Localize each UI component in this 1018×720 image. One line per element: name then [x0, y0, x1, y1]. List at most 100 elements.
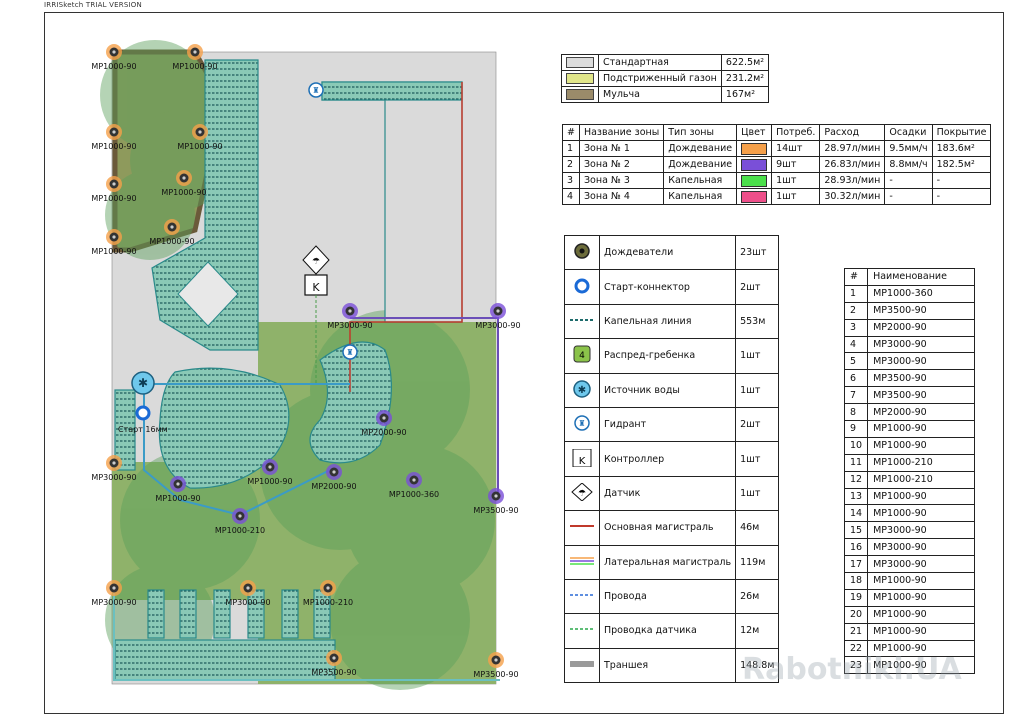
zone-rain: 9.5мм/ч — [884, 140, 933, 157]
sprinkler-head[interactable]: MP3500-90 — [473, 488, 519, 515]
model-name: MP3500-90 — [867, 369, 976, 388]
model-number: 7 — [843, 386, 869, 405]
model-name: MP1000-90 — [867, 420, 976, 438]
sprinkler-head[interactable]: MP1000-90 — [91, 176, 137, 203]
hydrant-icon: ♜ — [574, 415, 590, 431]
surface-color — [566, 73, 594, 84]
legend-qty: 119м — [735, 544, 780, 580]
legend-qty: 1шт — [735, 475, 780, 512]
legend-label: Основная магистраль — [598, 510, 737, 546]
zone-color — [736, 140, 773, 157]
sensor-icon: ☂ — [571, 482, 593, 502]
model-name: MP1000-90 — [867, 572, 976, 590]
zone-use: 1шт — [771, 172, 821, 189]
model-name: MP1000-90 — [867, 622, 976, 641]
surface-swatch — [561, 70, 599, 87]
sprinkler-head[interactable]: MP1000-90 — [155, 476, 201, 503]
sprinkler-head[interactable]: MP1000-90 — [161, 170, 207, 197]
zones-header: Название зоны — [578, 124, 665, 141]
zone-color — [736, 188, 773, 205]
legend-icon-cell: ☂ — [564, 475, 600, 512]
sprinkler-head[interactable]: MP1000-210 — [215, 508, 265, 535]
zones-header: Осадки — [884, 124, 933, 141]
zone-flow: 26.83л/мин — [819, 156, 886, 173]
sprinkler-head[interactable]: MP1000-210 — [303, 580, 353, 607]
sprinkler-head[interactable]: MP3500-90 — [311, 650, 357, 677]
model-name: MP1000-90 — [867, 656, 976, 675]
sprinkler-label: MP1000-90 — [91, 247, 136, 256]
svg-text:✱: ✱ — [138, 376, 148, 390]
sprinkler-label: MP3000-90 — [91, 473, 136, 482]
hydrant-icon[interactable]: ♜ — [308, 82, 324, 98]
zones-header: Потреб. — [771, 124, 821, 141]
zone-color-swatch — [741, 190, 768, 203]
sprinkler-head[interactable]: MP2000-90 — [361, 410, 407, 437]
zone-cover: 182.5м² — [931, 156, 992, 173]
legend-icon-cell — [564, 647, 600, 684]
zone-n: 2 — [562, 156, 580, 173]
model-number: 6 — [843, 369, 869, 388]
svg-text:♜: ♜ — [346, 348, 353, 357]
sprinkler-label: MP2000-90 — [311, 482, 356, 491]
svg-text:☂: ☂ — [312, 257, 320, 267]
legend-icon-cell: 4 — [564, 338, 600, 374]
start-connector-icon[interactable] — [135, 405, 151, 421]
sprinkler-head[interactable]: MP2000-90 — [311, 464, 357, 491]
zone-color-swatch — [741, 158, 768, 171]
models-header: # — [843, 268, 869, 286]
sprinkler-head[interactable]: MP3000-90 — [225, 580, 271, 607]
sprinkler-head[interactable]: MP1000-90 — [172, 44, 218, 71]
sprinkler-label: MP3500-90 — [473, 670, 518, 679]
zone-flow: 28.97л/мин — [819, 140, 886, 157]
water-source-icon[interactable]: ✱ — [131, 371, 155, 395]
legend-qty: 1шт — [735, 338, 780, 374]
sprinkler-head[interactable]: MP1000-360 — [389, 472, 439, 499]
sprinkler-head[interactable]: MP3000-90 — [91, 455, 137, 482]
model-number: 17 — [843, 555, 869, 574]
sprinkler-head[interactable]: MP1000-90 — [91, 44, 137, 71]
legend-qty: 26м — [735, 578, 780, 615]
zone-name: Зона № 1 — [578, 140, 665, 157]
model-name: MP1000-90 — [867, 504, 976, 523]
model-number: 22 — [843, 639, 869, 658]
model-number: 4 — [843, 335, 869, 354]
legend-label: Контроллер — [598, 441, 737, 477]
zone-color — [736, 172, 773, 189]
legend-label: Старт-коннектор — [598, 269, 737, 305]
model-name: MP1000-90 — [867, 639, 976, 658]
zone-type: Капельная — [663, 188, 738, 205]
sprinkler-head[interactable]: MP1000-90 — [91, 124, 137, 151]
lateral-line-icon — [570, 556, 594, 565]
zones-header: Покрытие — [931, 124, 992, 141]
legend-qty: 2шт — [735, 269, 780, 305]
hydrant-icon[interactable]: ♜ — [342, 344, 358, 360]
surface-swatch — [561, 54, 599, 71]
sprinkler-head[interactable]: MP3000-90 — [475, 303, 521, 330]
sprinkler-label: MP1000-210 — [215, 526, 265, 535]
model-number: 14 — [843, 504, 869, 523]
sprinkler-head[interactable]: MP1000-90 — [247, 459, 293, 486]
sprinkler-head[interactable]: MP3500-90 — [473, 652, 519, 679]
sprinkler-head[interactable]: MP1000-90 — [149, 219, 195, 246]
surface-area: 622.5м² — [720, 54, 770, 71]
sprinkler-head[interactable]: MP1000-90 — [91, 229, 137, 256]
model-number: 20 — [843, 605, 869, 624]
sprinkler-head[interactable]: MP1000-90 — [177, 124, 223, 151]
controller-icon[interactable]: K — [304, 274, 328, 296]
sprinkler-head[interactable]: MP3000-90 — [327, 303, 373, 330]
sprinkler-head[interactable]: MP3000-90 — [91, 580, 137, 607]
model-number: 5 — [843, 352, 869, 371]
sensor-icon[interactable]: ☂ — [302, 245, 330, 275]
zones-header: # — [562, 124, 580, 141]
sprinkler-label: MP1000-360 — [389, 490, 439, 499]
